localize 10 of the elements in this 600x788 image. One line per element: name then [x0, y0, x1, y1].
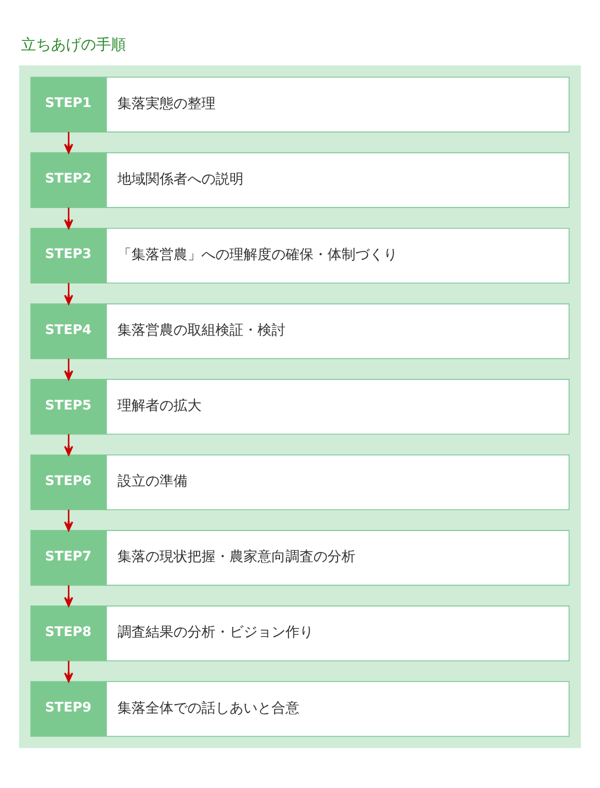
- arrow: [64, 131, 74, 154]
- arrow: [64, 282, 74, 304]
- arrow: [64, 584, 74, 606]
- arrow: [64, 509, 74, 531]
- arrow: [64, 660, 74, 682]
- arrow: [64, 207, 74, 229]
- arrow: [64, 358, 74, 380]
- diagram-title: 立ちあげの手順: [20, 35, 126, 54]
- arrow: [64, 434, 74, 456]
- cluster: [19, 64, 581, 748]
